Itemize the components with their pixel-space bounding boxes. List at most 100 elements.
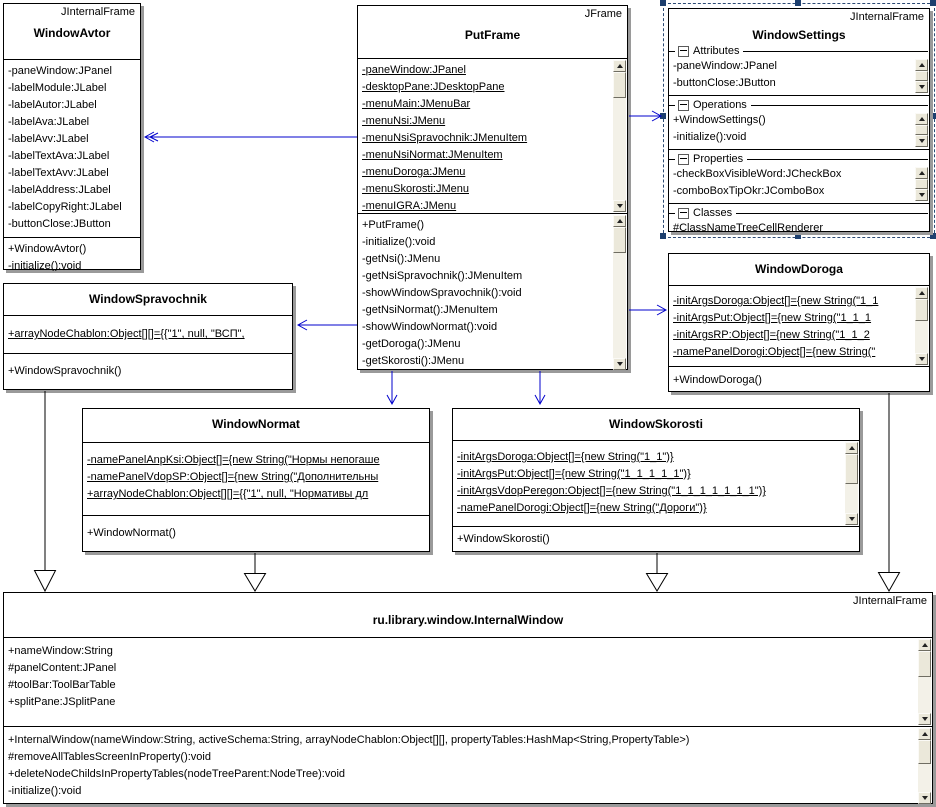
scrollbar[interactable] <box>845 442 858 525</box>
triangle-arrowhead-icon <box>33 570 57 593</box>
attribute: -paneWindow:JPanel <box>362 64 466 76</box>
scroll-track[interactable] <box>613 98 626 200</box>
attribute: -paneWindow:JPanel <box>8 65 112 77</box>
attribute: -checkBoxVisibleWord:JCheckBox <box>673 168 842 180</box>
scroll-up-icon[interactable] <box>915 113 928 125</box>
scroll-thumb[interactable] <box>613 72 626 98</box>
scroll-down-icon[interactable] <box>915 189 928 201</box>
group-header-attributes: Attributes <box>669 44 929 58</box>
class-window-skorosti[interactable]: WindowSkorosti -initArgsDoroga:Object[]=… <box>452 408 860 552</box>
class-name: WindowSpravochnik <box>89 292 207 306</box>
method: +WindowSettings() <box>673 114 766 126</box>
selection-handle[interactable] <box>660 0 666 6</box>
method: -getNsiNormat():JMenuItem <box>362 304 498 316</box>
class-window-settings[interactable]: JInternalFrame WindowSettings Attributes… <box>668 8 930 234</box>
scrollbar[interactable] <box>915 59 928 93</box>
method: +WindowNormat() <box>87 527 176 539</box>
class-internal-window[interactable]: JInternalFrame ru.library.window.Interna… <box>3 592 933 804</box>
method: +InternalWindow(nameWindow:String, activ… <box>8 734 690 746</box>
scroll-down-icon[interactable] <box>915 81 928 93</box>
scroll-track[interactable] <box>613 253 626 358</box>
class-name: WindowSkorosti <box>609 417 703 431</box>
scroll-down-icon[interactable] <box>915 353 928 365</box>
scrollbar[interactable] <box>918 728 931 804</box>
method: #removeAllTablesScreenInProperty():void <box>8 751 211 763</box>
class-window-avtor[interactable]: JInternalFrame WindowAvtor -paneWindow:J… <box>3 3 141 271</box>
attribute: -initArgsPut:Object[]={new String("1_1_1 <box>673 312 872 324</box>
class-window-normat[interactable]: WindowNormat -namePanelAnpKsi:Object[]={… <box>82 408 430 552</box>
group-header-classes: Classes <box>669 206 929 220</box>
attribute: -buttonClose:JButton <box>673 77 776 89</box>
scroll-up-icon[interactable] <box>918 639 931 651</box>
class-name: WindowNormat <box>212 417 300 431</box>
scroll-thumb[interactable] <box>918 740 931 764</box>
scroll-thumb[interactable] <box>918 651 931 677</box>
attribute: -labelAva:JLabel <box>8 116 90 128</box>
scroll-down-icon[interactable] <box>918 792 931 804</box>
attribute: +arrayNodeChablon:Object[][]={{"1", null… <box>87 488 369 500</box>
class-window-doroga[interactable]: WindowDoroga -initArgsDoroga:Object[]={n… <box>668 253 930 392</box>
attribute: -buttonClose:JButton <box>8 218 111 230</box>
scrollbar[interactable] <box>915 167 928 201</box>
group-items: -paneWindow:JPanel -buttonClose:JButton <box>669 58 929 96</box>
scroll-down-icon[interactable] <box>918 713 931 725</box>
method: +WindowSkorosti() <box>457 533 550 545</box>
scrollbar[interactable] <box>918 639 931 725</box>
arrowhead-open-icon <box>656 304 668 316</box>
scroll-up-icon[interactable] <box>613 60 626 72</box>
scroll-up-icon[interactable] <box>613 215 626 227</box>
attributes-compartment: -paneWindow:JPanel -labelModule:JLabel -… <box>4 59 140 237</box>
attribute: -menuMain:JMenuBar <box>362 98 471 110</box>
attribute: -menuNsiNormat:JMenuItem <box>362 149 503 161</box>
scroll-thumb[interactable] <box>845 454 858 484</box>
scroll-down-icon[interactable] <box>915 135 928 147</box>
selection-handle[interactable] <box>660 113 666 119</box>
scroll-down-icon[interactable] <box>613 358 626 370</box>
collapse-icon[interactable] <box>678 207 689 219</box>
stereotype-label: JInternalFrame <box>61 6 135 18</box>
collapse-icon[interactable] <box>678 45 689 57</box>
collapse-icon[interactable] <box>678 153 689 165</box>
attribute: +splitPane:JSplitPane <box>8 696 116 708</box>
scroll-up-icon[interactable] <box>918 728 931 740</box>
stereotype-label: JInternalFrame <box>850 11 924 23</box>
selection-handle[interactable] <box>660 233 666 239</box>
scroll-thumb[interactable] <box>915 179 928 189</box>
scroll-up-icon[interactable] <box>915 167 928 179</box>
method: +WindowAvtor() <box>8 243 87 255</box>
collapse-icon[interactable] <box>678 99 689 111</box>
group-items: -checkBoxVisibleWord:JCheckBox -comboBox… <box>669 166 929 204</box>
scroll-down-icon[interactable] <box>613 200 626 212</box>
selection-handle[interactable] <box>795 233 801 239</box>
scroll-up-icon[interactable] <box>845 442 858 454</box>
method: -getNsiSpravochnik():JMenuItem <box>362 270 523 282</box>
scrollbar[interactable] <box>613 215 626 370</box>
scroll-thumb[interactable] <box>915 71 928 81</box>
scroll-down-icon[interactable] <box>845 513 858 525</box>
attribute: -initArgsDoroga:Object[]={new String("1_… <box>457 451 674 463</box>
scroll-thumb[interactable] <box>613 227 626 253</box>
selection-handle[interactable] <box>930 233 936 239</box>
attribute: -labelTextAva:JLabel <box>8 150 110 162</box>
scroll-thumb[interactable] <box>915 299 928 321</box>
scroll-up-icon[interactable] <box>915 59 928 71</box>
selection-handle[interactable] <box>930 113 936 119</box>
arrowhead-open-icon <box>296 319 308 331</box>
scroll-thumb[interactable] <box>915 125 928 135</box>
scrollbar[interactable] <box>915 113 928 147</box>
class-window-spravochnik[interactable]: WindowSpravochnik +arrayNodeChablon:Obje… <box>3 283 293 390</box>
group-header-operations: Operations <box>669 98 929 112</box>
attribute: +nameWindow:String <box>8 645 113 657</box>
selection-handle[interactable] <box>795 0 801 6</box>
scrollbar[interactable] <box>613 60 626 212</box>
scroll-up-icon[interactable] <box>915 287 928 299</box>
class-putframe[interactable]: JFrame PutFrame -paneWindow:JPanel -desk… <box>357 5 628 370</box>
selection-handle[interactable] <box>930 0 936 6</box>
attribute: +arrayNodeChablon:Object[][]={{"1", null… <box>8 328 245 340</box>
attribute: -labelAutor:JLabel <box>8 99 97 111</box>
scrollbar[interactable] <box>915 287 928 365</box>
group-items: #ClassNameTreeCellRenderer <box>669 220 929 238</box>
attribute: -comboBoxTipOkr:JComboBox <box>673 185 825 197</box>
group-label: Operations <box>693 99 747 111</box>
